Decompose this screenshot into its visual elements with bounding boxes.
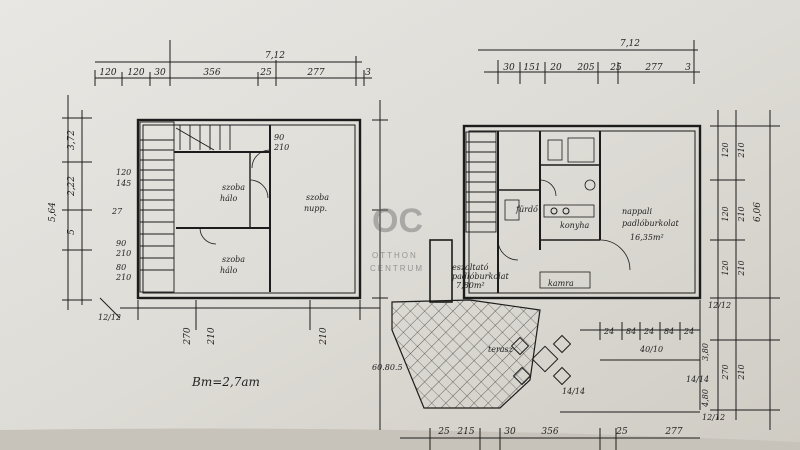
left-top-dim-2: 120 [127,68,144,78]
left-misc-dim-4: 210 [115,249,131,258]
right-side-dim-6: 210 [737,260,746,276]
right-misc-dim-1: 60.80.5 [372,363,403,372]
right-bottom-dim-5: 25 [615,427,628,437]
right-top-dim-6: 277 [644,63,662,73]
height-note: Bm=2,7am [191,375,260,389]
left-side-dim-2: 2,22 [67,176,77,197]
left-misc-dim-2: 145 [116,179,131,188]
left-side-dim-1: 3,72 [67,130,77,150]
right-side-dim-2: 210 [737,142,746,158]
right-top-dim-1: 30 [503,63,515,73]
right-bottom-dim-3: 30 [504,427,516,437]
right-misc-dim-9: 40/10 [639,345,663,354]
right-corner-dim-2: 12/12 [708,301,731,310]
left-corner-dim: 12/12 [98,313,121,322]
watermark: OC OTTHON CENTRUM [370,202,424,273]
left-room-1-name: szoba [222,183,245,192]
left-misc-dim-9: 27 [111,207,123,216]
right-top-dim-4: 205 [576,63,594,73]
right-side-dim-4: 210 [737,206,746,222]
right-plan-labels: 7,12 30 151 20 205 25 277 3 6,06 120 210… [372,39,763,437]
left-misc-dim-3: 90 [116,239,126,248]
right-side-dim-3: 120 [721,206,730,221]
left-bottom-dim-2: 210 [207,327,217,345]
left-top-dim-3: 30 [154,68,166,78]
left-top-dim-5: 25 [259,68,272,78]
terrace-furniture [510,334,572,386]
left-top-dim-7: 3 [365,68,371,78]
right-bottom-dim-4: 356 [541,427,558,437]
right-side-dim-7: 270 [721,364,730,380]
right-top-dim-3: 20 [549,63,562,73]
right-side-dim-1: 120 [721,142,730,157]
right-top-dim-5: 25 [609,63,622,73]
left-misc-dim-6: 210 [115,273,131,282]
right-misc-dim-8: 4,80 [701,389,710,408]
right-misc-dim-6: 24 [683,327,694,336]
room-dining-area: 7,80m² [456,281,485,290]
left-misc-dim-1: 120 [116,168,131,177]
left-plan-labels: 7,12 120 120 30 356 25 277 3 5,64 3,72 2… [48,51,371,389]
left-side-dim-3: 5 [67,229,77,235]
room-kitchen-name: konyha [560,221,589,230]
left-misc-dim-5: 80 [116,263,126,272]
right-top-dim-7: 3 [685,63,691,73]
right-bottom-dim-1: 25 [437,427,450,437]
right-floor-plan [400,40,780,450]
right-misc-dim-3: 84 [626,327,636,336]
room-dining-name: eszoltató [452,263,489,272]
room-bath-name: fürdő [515,205,539,214]
watermark-line-2: CENTRUM [370,264,424,273]
room-dining-note: padlóburkolat [452,272,509,281]
room-pantry-name: kamra [548,279,574,288]
left-room-3-name: szoba [222,255,245,264]
right-corner-dim-1: 14/14 [562,387,585,396]
left-room-2-name: szoba [306,193,329,202]
right-corner-dim-3: 12/12 [702,413,725,422]
room-living-note: padlóburkolat [622,219,679,228]
left-top-total: 7,12 [265,51,285,61]
right-top-dim-2: 151 [523,63,540,73]
right-bottom-dim-6: 277 [664,427,682,437]
left-top-dim-1: 120 [99,68,116,78]
right-bottom-dim-2: 215 [456,427,474,437]
room-living-area: 16,35m² [630,233,664,242]
right-top-total: 7,12 [620,39,640,49]
terrace-hatch [391,299,541,409]
left-room-3-note: hálo [220,266,237,275]
left-bottom-dim-3: 210 [319,327,329,345]
right-side-dim-8: 210 [737,364,746,380]
room-living-name: nappali [622,207,652,216]
right-misc-dim-2: 24 [603,327,614,336]
left-room-2-note: nupp. [304,204,327,213]
left-top-dim-6: 277 [306,68,324,78]
room-terrace-name: terasz [488,345,514,354]
right-side-dim-5: 120 [721,260,730,275]
right-misc-dim-5: 84 [664,327,674,336]
left-bottom-dim-1: 270 [183,327,193,345]
left-side-total: 5,64 [48,202,58,222]
left-top-dim-4: 356 [203,68,220,78]
right-misc-dim-7: 3,80 [701,343,710,361]
watermark-logo: OC [372,202,423,240]
left-floor-plan [62,40,388,430]
watermark-line-1: OTTHON [372,251,418,260]
left-misc-dim-8: 210 [273,143,289,152]
left-room-1-note: hálo [220,194,237,203]
right-corner-dim-4: 14/14 [686,375,709,384]
left-misc-dim-7: 90 [274,133,284,142]
right-misc-dim-4: 24 [643,327,654,336]
right-side-total: 6,06 [753,202,763,222]
